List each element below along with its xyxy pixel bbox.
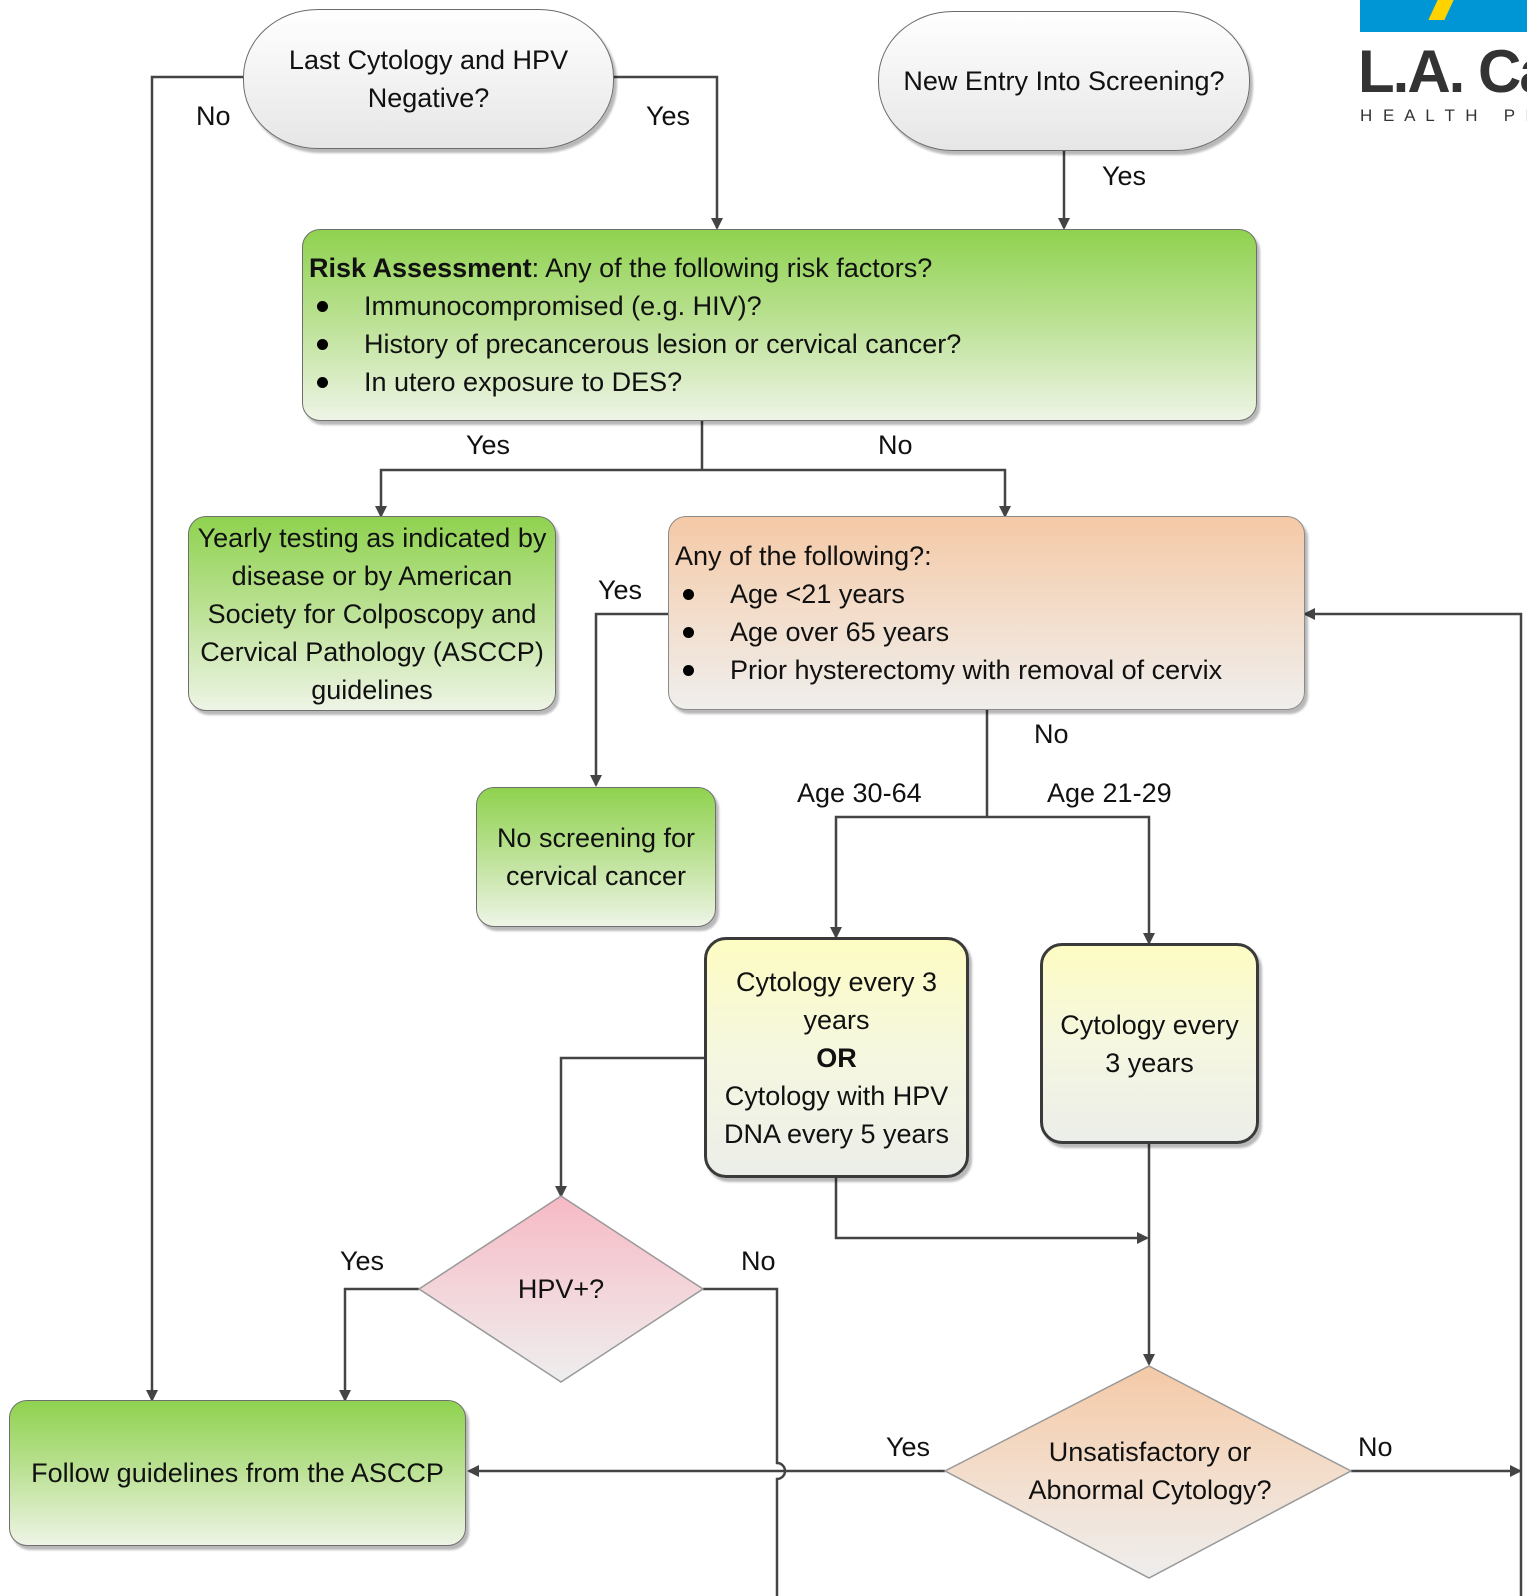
yearly-testing-text: Yearly testing as indicated by disease o… — [197, 522, 547, 705]
risk-item: In utero exposure to DES? — [309, 363, 682, 401]
label-hpv-yes: Yes — [340, 1246, 385, 1276]
unsat-diamond — [943, 1365, 1353, 1579]
bullet-icon — [317, 300, 328, 312]
edge-hpv-yes — [339, 1287, 419, 1402]
label-risk-no: No — [878, 430, 913, 460]
cytology-21-29-node: Cytology every 3 years — [1040, 943, 1259, 1144]
any-following-item-text: Prior hysterectomy with removal of cervi… — [730, 655, 1223, 685]
edge-risk-no — [702, 468, 1011, 518]
risk-item: Immunocompromised (e.g. HIV)? — [309, 287, 762, 325]
edge-risk-yes — [375, 468, 702, 518]
edge-any-yes — [590, 612, 668, 787]
edge-cyto30-hpv — [555, 1056, 704, 1198]
edge-age-30 — [830, 815, 987, 939]
any-following-node: Any of the following?: Age <21 years Age… — [668, 516, 1305, 710]
logo-tagline: H E A L T H P L — [1360, 106, 1527, 125]
edge-last-no — [146, 75, 243, 1402]
risk-item-text: In utero exposure to DES? — [364, 367, 683, 397]
cytology-30-64-line2: Cytology with HPV DNA every 5 years — [723, 1080, 950, 1149]
label-unsat-no: No — [1358, 1432, 1393, 1462]
label-any-no: No — [1034, 719, 1069, 749]
label-last-yes: Yes — [646, 101, 691, 131]
risk-item-text: History of precancerous lesion or cervic… — [364, 329, 962, 359]
any-following-title: Any of the following?: — [675, 541, 932, 571]
label-age-30-64: Age 30-64 — [797, 778, 922, 808]
edge-last-yes — [614, 75, 723, 230]
bullet-icon — [317, 376, 328, 388]
bullet-icon — [683, 588, 694, 600]
bullet-icon — [683, 664, 694, 676]
risk-title-bold: Risk Assessment — [309, 253, 532, 283]
label-new-yes: Yes — [1102, 161, 1147, 191]
edge-hpv-no — [703, 1287, 787, 1596]
logo: L.A. Ca H E A L T H P L — [1358, 0, 1527, 130]
new-entry-node: New Entry Into Screening? — [878, 11, 1250, 151]
cytology-30-64-or: OR — [816, 1042, 857, 1073]
unsat-question-text: Unsatisfactory or Abnormal Cytology? — [1028, 1437, 1272, 1505]
last-cytology-node: Last Cytology and HPV Negative? — [243, 9, 614, 149]
edge-cyto30-merge — [834, 1178, 1149, 1244]
cytology-21-29-text: Cytology every 3 years — [1060, 1009, 1239, 1078]
label-last-no: No — [196, 101, 231, 131]
risk-item: History of precancerous lesion or cervic… — [309, 325, 961, 363]
edge-age-21 — [987, 815, 1155, 945]
any-following-item-text: Age <21 years — [730, 579, 905, 609]
any-following-item: Age over 65 years — [675, 613, 949, 651]
bullet-icon — [317, 338, 328, 350]
bullet-icon — [683, 626, 694, 638]
new-entry-text: New Entry Into Screening? — [903, 66, 1225, 96]
yearly-testing-node: Yearly testing as indicated by disease o… — [188, 516, 556, 711]
hpv-question-text: HPV+? — [517, 1274, 605, 1304]
follow-asccp-node: Follow guidelines from the ASCCP — [9, 1400, 466, 1546]
last-cytology-text: Last Cytology and HPV Negative? — [288, 45, 569, 113]
any-following-item: Prior hysterectomy with removal of cervi… — [675, 651, 1222, 689]
no-screening-text: No screening for cervical cancer — [496, 823, 696, 891]
follow-asccp-text: Follow guidelines from the ASCCP — [31, 1458, 444, 1488]
hpv-diamond — [417, 1195, 705, 1383]
label-risk-yes: Yes — [466, 430, 511, 460]
risk-assessment-node: Risk Assessment: Any of the following ri… — [302, 229, 1257, 421]
logo-text: L.A. Ca — [1358, 38, 1527, 105]
no-screening-node: No screening for cervical cancer — [476, 787, 716, 927]
risk-title-rest: : Any of the following risk factors? — [531, 253, 933, 283]
label-age-21-29: Age 21-29 — [1047, 778, 1172, 808]
any-following-item: Age <21 years — [675, 575, 905, 613]
risk-assessment-title: Risk Assessment: Any of the following ri… — [309, 249, 932, 287]
label-hpv-no: No — [741, 1246, 776, 1276]
label-any-yes: Yes — [598, 575, 643, 605]
edge-loop-back — [1303, 608, 1523, 1596]
cytology-30-64-line1: Cytology every 3 years — [735, 966, 938, 1035]
risk-item-text: Immunocompromised (e.g. HIV)? — [364, 291, 762, 321]
cytology-30-64-node: Cytology every 3 years OR Cytology with … — [704, 937, 969, 1178]
any-following-item-text: Age over 65 years — [730, 617, 950, 647]
label-unsat-yes: Yes — [886, 1432, 931, 1462]
